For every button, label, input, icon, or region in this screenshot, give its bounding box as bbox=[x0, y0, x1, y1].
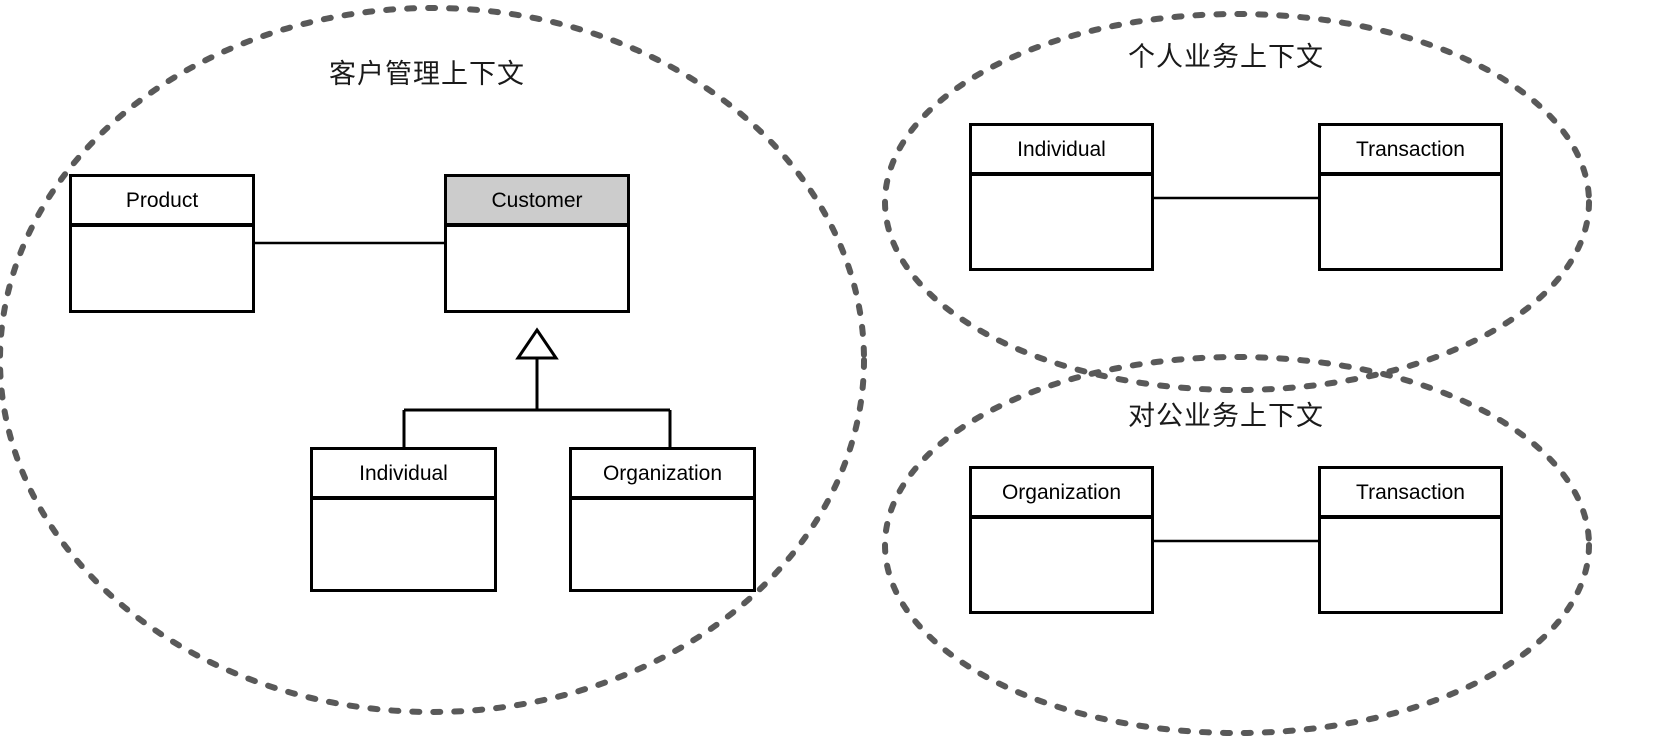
context-boundary-corporate-business bbox=[882, 354, 1592, 736]
class-header-individual-individual-business: Individual bbox=[972, 126, 1151, 176]
context-label-customer-management: 客户管理上下文 bbox=[329, 59, 525, 90]
class-box-transaction-corporate-business[interactable]: Transaction bbox=[1318, 466, 1503, 614]
class-header-organization-customer-management: Organization bbox=[572, 450, 753, 500]
context-label-individual-business: 个人业务上下文 bbox=[1128, 42, 1324, 73]
class-header-product: Product bbox=[72, 177, 252, 227]
class-name-organization-customer-management: Organization bbox=[602, 461, 723, 485]
class-box-product[interactable]: Product bbox=[69, 174, 255, 313]
context-boundary-customer-management bbox=[0, 5, 867, 715]
class-box-individual-individual-business[interactable]: Individual bbox=[969, 123, 1154, 271]
class-name-product: Product bbox=[125, 188, 199, 212]
context-boundary-individual-business bbox=[882, 11, 1592, 393]
class-box-organization-corporate-business[interactable]: Organization bbox=[969, 466, 1154, 614]
generalization-arrowhead-icon bbox=[515, 327, 559, 360]
class-box-individual-customer-management[interactable]: Individual bbox=[310, 447, 497, 592]
class-header-transaction-individual-business: Transaction bbox=[1321, 126, 1500, 176]
class-header-transaction-corporate-business: Transaction bbox=[1321, 469, 1500, 519]
class-box-organization-customer-management[interactable]: Organization bbox=[569, 447, 756, 592]
class-box-transaction-individual-business[interactable]: Transaction bbox=[1318, 123, 1503, 271]
class-header-customer: Customer bbox=[447, 177, 627, 227]
context-label-corporate-business: 对公业务上下文 bbox=[1128, 401, 1324, 432]
class-header-organization-corporate-business: Organization bbox=[972, 469, 1151, 519]
class-name-individual-customer-management: Individual bbox=[359, 461, 448, 485]
class-name-transaction-corporate-business: Transaction bbox=[1356, 480, 1465, 504]
class-header-individual-customer-management: Individual bbox=[313, 450, 494, 500]
class-name-customer: Customer bbox=[491, 188, 583, 212]
class-name-organization-corporate-business: Organization bbox=[1001, 480, 1122, 504]
class-box-customer[interactable]: Customer bbox=[444, 174, 630, 313]
class-name-transaction-individual-business: Transaction bbox=[1356, 137, 1465, 161]
class-name-individual-individual-business: Individual bbox=[1017, 137, 1106, 161]
